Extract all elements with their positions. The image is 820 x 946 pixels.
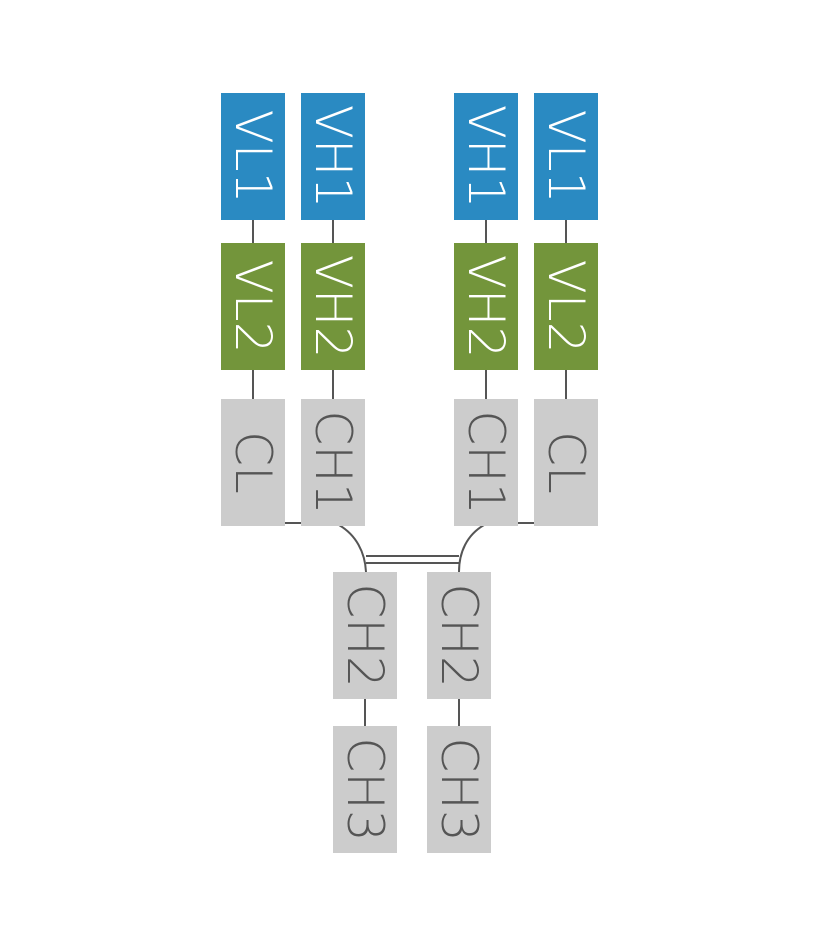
arm-1-heavy-vh2-label: VH2 [457, 255, 515, 359]
fc-1-ch2: CH2 [427, 572, 491, 699]
arm-1-heavy-vh1-label: VH1 [457, 105, 515, 209]
arm-0-heavy-ch1: CH1 [301, 399, 365, 526]
fc-0-ch2: CH2 [333, 572, 397, 699]
fc-0-ch3: CH3 [333, 726, 397, 853]
hinge-curve-right [458, 524, 485, 573]
arm-1-heavy-ch1: CH1 [454, 399, 518, 526]
fc-0-ch3-label: CH3 [336, 737, 394, 841]
arm-0-light-vl1-box [221, 93, 285, 220]
fc-1-ch3-box [427, 726, 491, 853]
arm-0-heavy-vh1: VH1 [301, 93, 365, 220]
arm-0-heavy-ch1-box [301, 399, 365, 526]
fc-1-ch2-label: CH2 [430, 583, 488, 687]
arm-1-light-cl-label: CL [537, 431, 595, 494]
arm-1-heavy-vh1-box [454, 93, 518, 220]
arm-1-heavy-vh2-box [454, 243, 518, 370]
arm-0-heavy-vh1-label: VH1 [304, 105, 362, 209]
arm-1-light-vl1-box [534, 93, 598, 220]
arm-0-light-cl-label: CL [224, 431, 282, 494]
arm-1-heavy-vh1: VH1 [454, 93, 518, 220]
fc-0-ch2-box [333, 572, 397, 699]
fc-0-ch3-box [333, 726, 397, 853]
arm-0-light-vl1-label: VL1 [224, 110, 282, 204]
arm-0-heavy-vh2-box [301, 243, 365, 370]
arm-1-heavy-vh2: VH2 [454, 243, 518, 370]
arm-1-light-vl2-box [534, 243, 598, 370]
fc-0-ch2-label: CH2 [336, 583, 394, 687]
arm-1-light-vl2: VL2 [534, 243, 598, 370]
connectors [252, 220, 567, 726]
arm-0-heavy-vh2-label: VH2 [304, 255, 362, 359]
fc-1-ch2-box [427, 572, 491, 699]
arm-1-heavy-ch1-box [454, 399, 518, 526]
arm-1-light-cl-box [534, 399, 598, 526]
hinge-curve-left [338, 524, 367, 573]
arm-1-light-vl2-label: VL2 [537, 260, 595, 354]
arm-1-heavy-ch1-label: CH1 [457, 410, 515, 514]
fc-1-ch3-label: CH3 [430, 737, 488, 841]
arm-0-light-cl-box [221, 399, 285, 526]
fc-1-ch3: CH3 [427, 726, 491, 853]
arm-0-heavy-vh2: VH2 [301, 243, 365, 370]
arm-0-light-vl2-box [221, 243, 285, 370]
arm-0-light-vl2: VL2 [221, 243, 285, 370]
arm-0-heavy-vh1-box [301, 93, 365, 220]
arm-1-light-vl1-label: VL1 [537, 110, 595, 204]
arm-0-heavy-ch1-label: CH1 [304, 410, 362, 514]
arm-0-light-vl1: VL1 [221, 93, 285, 220]
arm-1-light-vl1: VL1 [534, 93, 598, 220]
arm-1-light-cl: CL [534, 399, 598, 526]
arm-0-light-cl: CL [221, 399, 285, 526]
arm-0-light-vl2-label: VL2 [224, 260, 282, 354]
